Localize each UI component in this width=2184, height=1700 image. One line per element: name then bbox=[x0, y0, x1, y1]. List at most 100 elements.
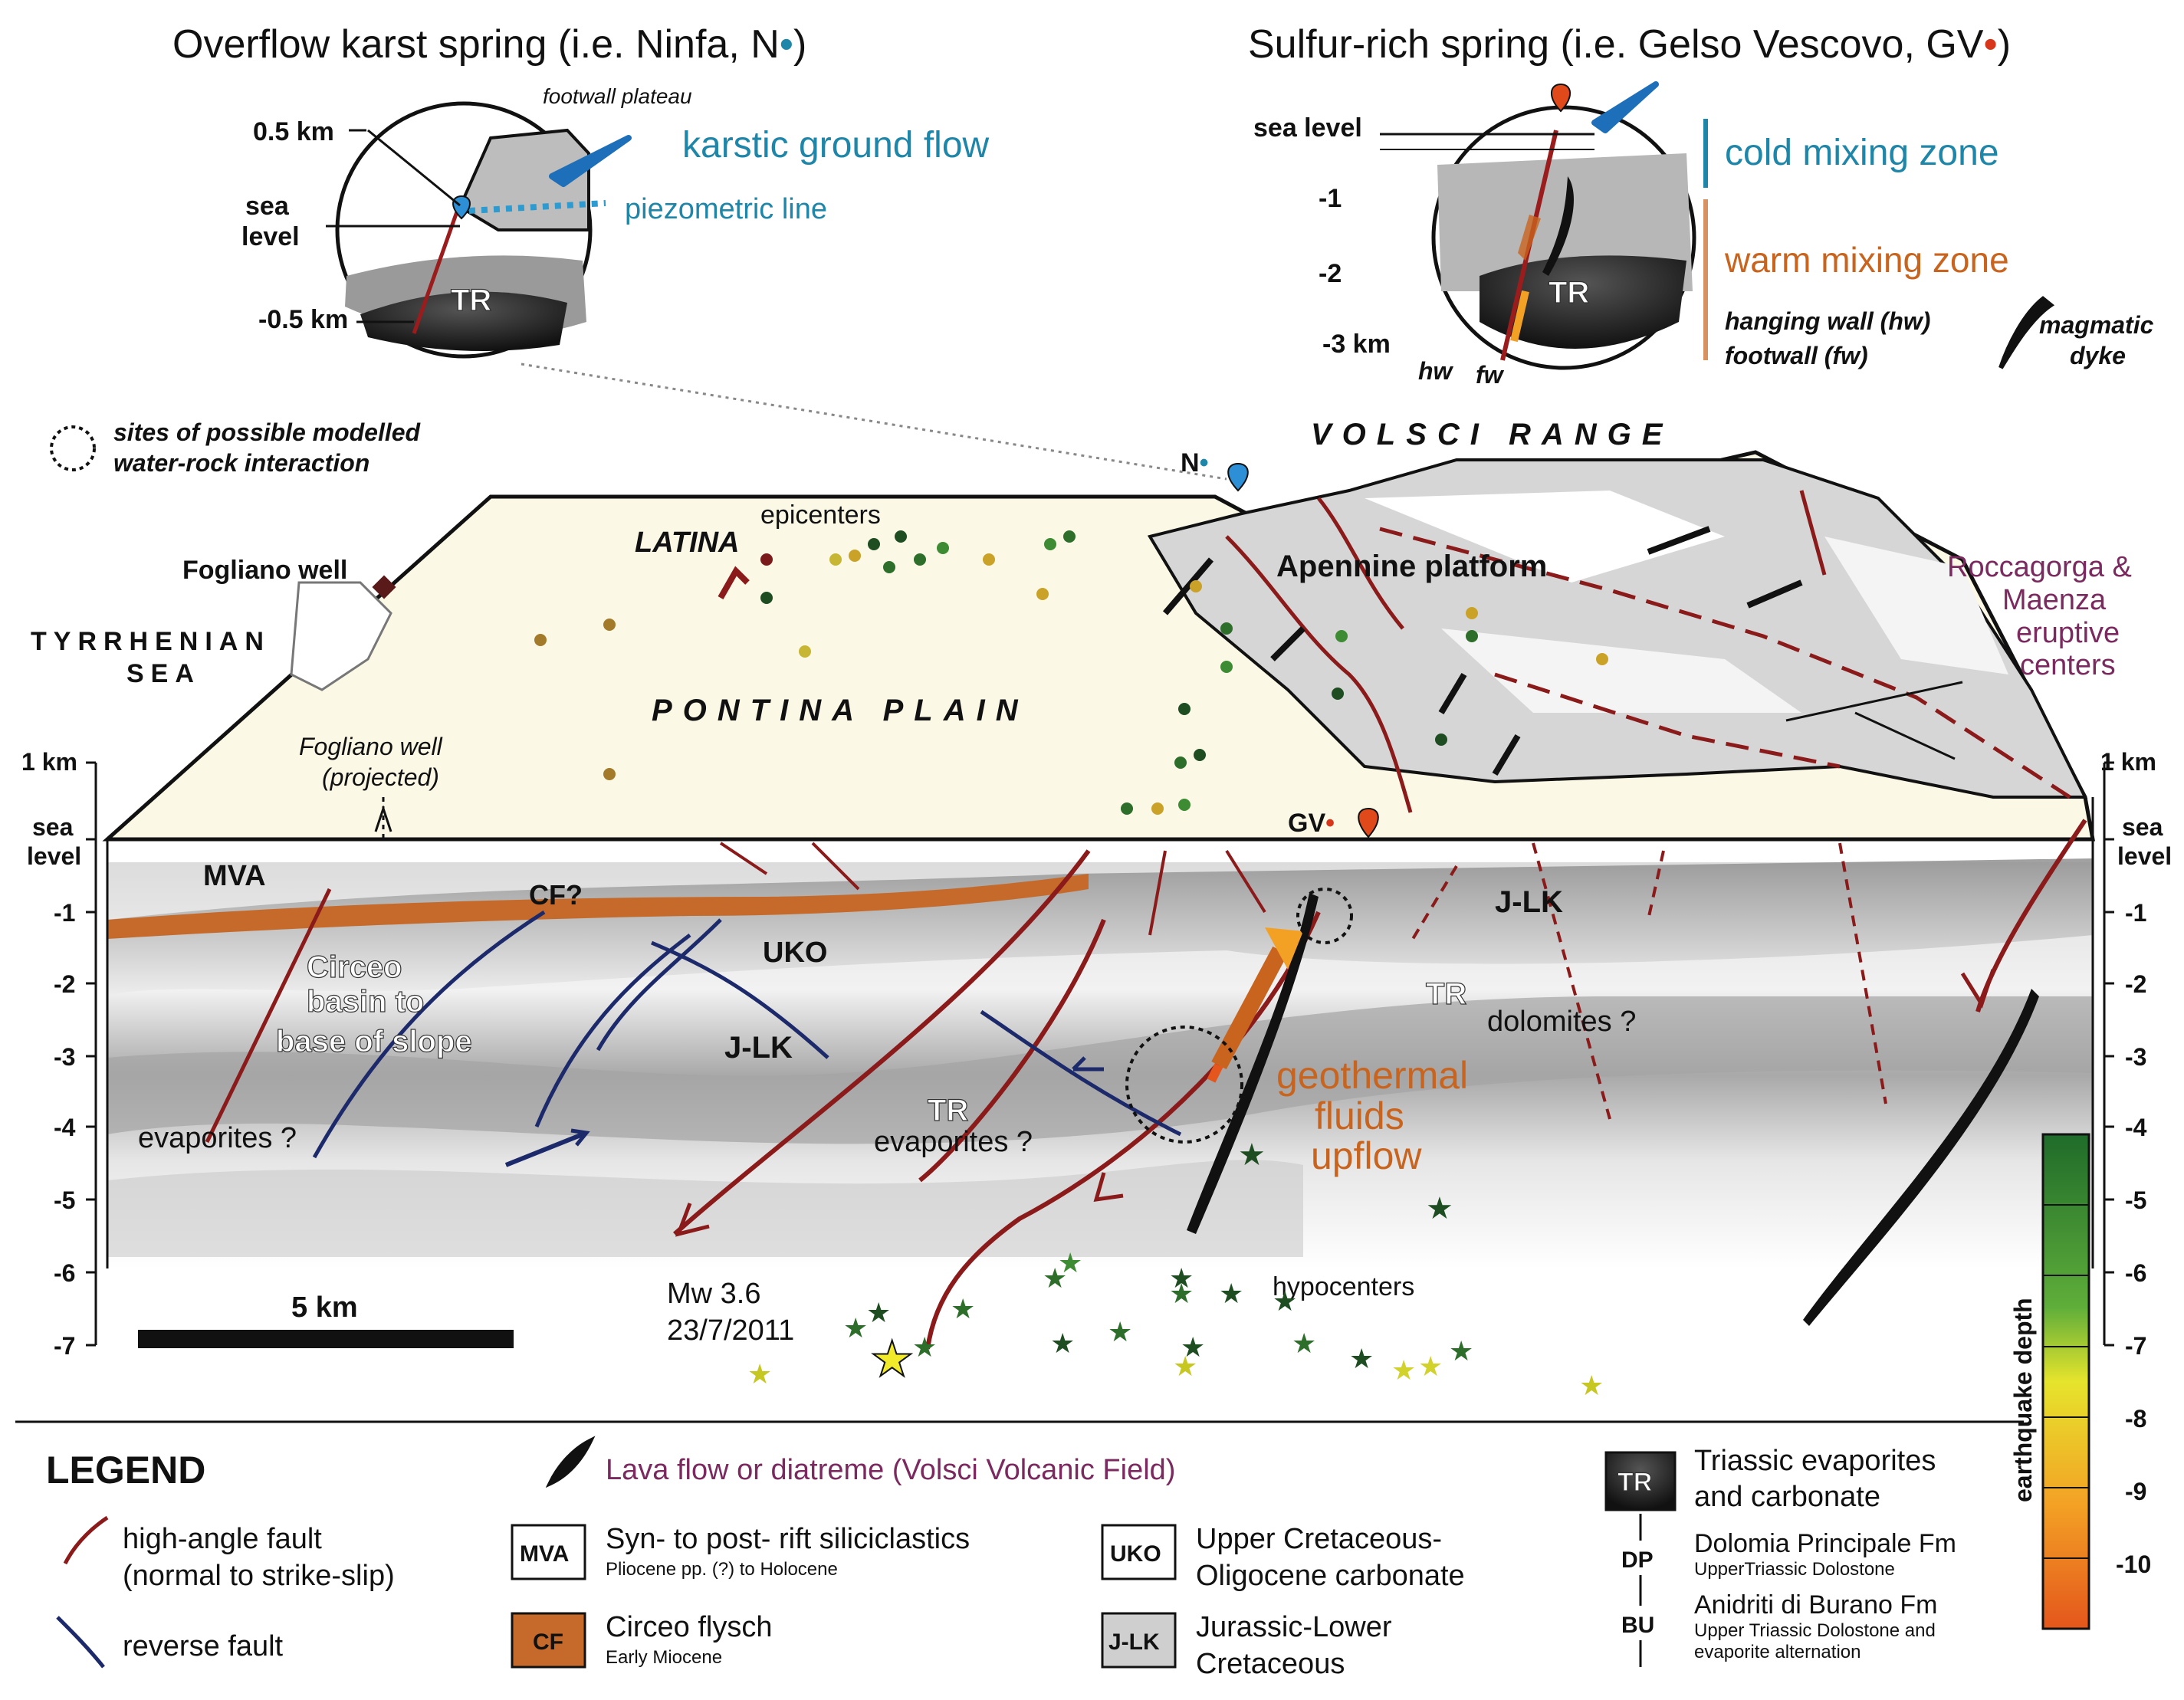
tr-swatch bbox=[1604, 1451, 1677, 1511]
roccagorga-leader-2 bbox=[1785, 681, 1963, 722]
legend-title: LEGEND bbox=[46, 1449, 205, 1492]
volsci-range-label: VOLSCI RANGE bbox=[1311, 418, 1673, 451]
uko-swatch-label: UKO bbox=[1110, 1541, 1161, 1567]
section-fault-3 bbox=[918, 918, 1106, 1183]
magmatic-label: magmatic bbox=[2039, 311, 2154, 339]
legend-bu-1: Anidriti di Burano Fm bbox=[1694, 1590, 1937, 1620]
sea-label: SEA bbox=[126, 659, 201, 688]
mw-label-1: Mw 3.6 bbox=[667, 1278, 760, 1310]
footwall-plateau-label: footwall plateau bbox=[543, 84, 692, 108]
earthquake-depth-label: earthquake depth bbox=[2009, 1298, 2037, 1502]
roccagorga-label-4: centers bbox=[2020, 649, 2116, 681]
hanging-wall-label: hanging wall (hw) bbox=[1725, 307, 1930, 335]
section-dyke-icon bbox=[1187, 893, 1319, 1234]
legend-lava: Lava flow or diatreme (Volsci Volcanic F… bbox=[606, 1454, 1175, 1486]
svg-text:★: ★ bbox=[1238, 1138, 1266, 1172]
svg-text:-5: -5 bbox=[54, 1186, 75, 1214]
svg-text:★: ★ bbox=[1108, 1316, 1132, 1347]
inset-right-inflow-arrow-icon bbox=[1591, 81, 1659, 133]
legend-bu-3: evaporite alternation bbox=[1694, 1642, 1861, 1662]
bu-label: BU bbox=[1621, 1613, 1654, 1638]
svg-text:-1: -1 bbox=[54, 899, 75, 927]
inset-right-dyke-icon bbox=[1542, 176, 1574, 276]
svg-text:★: ★ bbox=[1169, 1278, 1194, 1309]
svg-text:★: ★ bbox=[1173, 1350, 1197, 1382]
fogliano-well-label: Fogliano well bbox=[182, 556, 347, 585]
svg-text:★: ★ bbox=[1169, 1262, 1194, 1294]
jlk-left-label: J-LK bbox=[724, 1031, 793, 1065]
svg-text:★: ★ bbox=[1219, 1278, 1243, 1309]
hypocenter-stars: ★ ★ ★ ★ ★ ★ ★ ★ ★ ★ ★ ★ ★ ★ ★ ★ ★ ★ ★ ★ … bbox=[747, 1138, 1604, 1401]
inset-left-depth-05: 0.5 km bbox=[253, 117, 334, 146]
inset-right-upflow-arrow-icon bbox=[1510, 290, 1529, 343]
gv-map-marker-icon bbox=[1358, 807, 1379, 839]
inset-connector-line bbox=[521, 363, 1227, 481]
water-rock-site-2 bbox=[1125, 1026, 1243, 1144]
relief-highlight-1 bbox=[1365, 491, 1725, 583]
right-depth-axis: 1 km sea level -1 -2 -3 -4 -5 -6 -7 -8 -… bbox=[2100, 748, 2172, 1578]
gv-spring-marker-icon bbox=[1551, 83, 1571, 113]
main-shock-star-icon: ★ bbox=[870, 1331, 914, 1387]
epicenters-label: epicenters bbox=[760, 500, 881, 530]
legend-mva-2: Pliocene pp. (?) to Holocene bbox=[606, 1559, 838, 1580]
ninfa-spring-marker-icon bbox=[452, 195, 471, 220]
epicenter-dots bbox=[534, 530, 1608, 815]
svg-text:★: ★ bbox=[1181, 1331, 1205, 1363]
mva-label: MVA bbox=[203, 860, 266, 892]
circeo-label-1: Circeo bbox=[307, 950, 402, 984]
svg-text:★: ★ bbox=[951, 1293, 975, 1324]
svg-text:★: ★ bbox=[843, 1312, 868, 1344]
legend-dp-2: UpperTriassic Dolostone bbox=[1694, 1559, 1895, 1580]
pontina-label: PONTINA PLAIN bbox=[652, 694, 1029, 727]
cf-swatch-label: CF bbox=[533, 1629, 563, 1655]
svg-text:-6: -6 bbox=[54, 1259, 75, 1287]
gv-map-label: GV• bbox=[1288, 809, 1335, 838]
footwall-label: footwall (fw) bbox=[1725, 342, 1868, 369]
reverse-fault-icon bbox=[56, 1616, 105, 1669]
legend-dp-1: Dolomia Principale Fm bbox=[1694, 1529, 1956, 1558]
svg-text:-2: -2 bbox=[2125, 970, 2146, 998]
section-fault-1 bbox=[205, 888, 332, 1144]
svg-text:-3: -3 bbox=[54, 1043, 75, 1071]
section-dyke-right-icon bbox=[1803, 989, 2039, 1326]
circeo-flysch-band bbox=[107, 874, 1089, 939]
legend-cf-2: Early Miocene bbox=[606, 1647, 722, 1668]
sites-label-1: sites of possible modelled bbox=[113, 418, 422, 446]
inset-right-depth-3: -3 km bbox=[1322, 330, 1391, 359]
uko-label: UKO bbox=[763, 937, 827, 969]
dp-label: DP bbox=[1621, 1547, 1654, 1573]
map-fault-dashed-1 bbox=[1379, 527, 2071, 799]
svg-text:★: ★ bbox=[1426, 1192, 1453, 1226]
svg-text:1 km: 1 km bbox=[21, 748, 77, 776]
svg-text:★: ★ bbox=[866, 1297, 891, 1328]
karstic-flow-label: karstic ground flow bbox=[682, 125, 990, 166]
cold-zone-label: cold mixing zone bbox=[1725, 133, 1999, 173]
legend-reverse: reverse fault bbox=[123, 1630, 284, 1662]
inset-left-leader-05 bbox=[367, 129, 461, 207]
inset-left-fault bbox=[412, 202, 462, 334]
inset-overflow-spring: Overflow karst spring (i.e. Ninfa, N•) f… bbox=[172, 22, 990, 359]
jlk-swatch bbox=[1101, 1612, 1177, 1669]
dyke-label: dyke bbox=[2070, 342, 2126, 369]
svg-text:-7: -7 bbox=[2125, 1332, 2146, 1360]
svg-text:★: ★ bbox=[1391, 1354, 1416, 1386]
uko-swatch bbox=[1101, 1524, 1177, 1580]
inset-right-depth-2: -2 bbox=[1319, 259, 1342, 288]
svg-text:★: ★ bbox=[747, 1358, 772, 1390]
cross-section: MVA CF? Circeo basin to base of slope UK… bbox=[21, 748, 2172, 1630]
relief-highlight-3 bbox=[1824, 537, 2008, 674]
legend-uko-2: Oligocene carbonate bbox=[1196, 1560, 1465, 1592]
svg-text:-8: -8 bbox=[2125, 1405, 2146, 1433]
mva-swatch bbox=[511, 1524, 586, 1580]
roccagorga-label-1: Roccagorga & bbox=[1947, 551, 2132, 583]
fogliano-projected-label-1: Fogliano well bbox=[299, 733, 443, 760]
coastal-lake bbox=[290, 581, 392, 691]
warm-zone-label: warm mixing zone bbox=[1724, 240, 2009, 280]
map-fault-2 bbox=[1317, 497, 1404, 630]
inset-right-tr-block bbox=[1480, 255, 1686, 349]
fogliano-projected-label-2: (projected) bbox=[322, 763, 439, 791]
legend-tr-1: Triassic evaporites bbox=[1694, 1445, 1936, 1477]
svg-text:1 km: 1 km bbox=[2100, 748, 2156, 776]
roccagorga-leader-1 bbox=[1854, 711, 1956, 760]
inset-left-depth-m05: -0.5 km bbox=[258, 305, 348, 334]
